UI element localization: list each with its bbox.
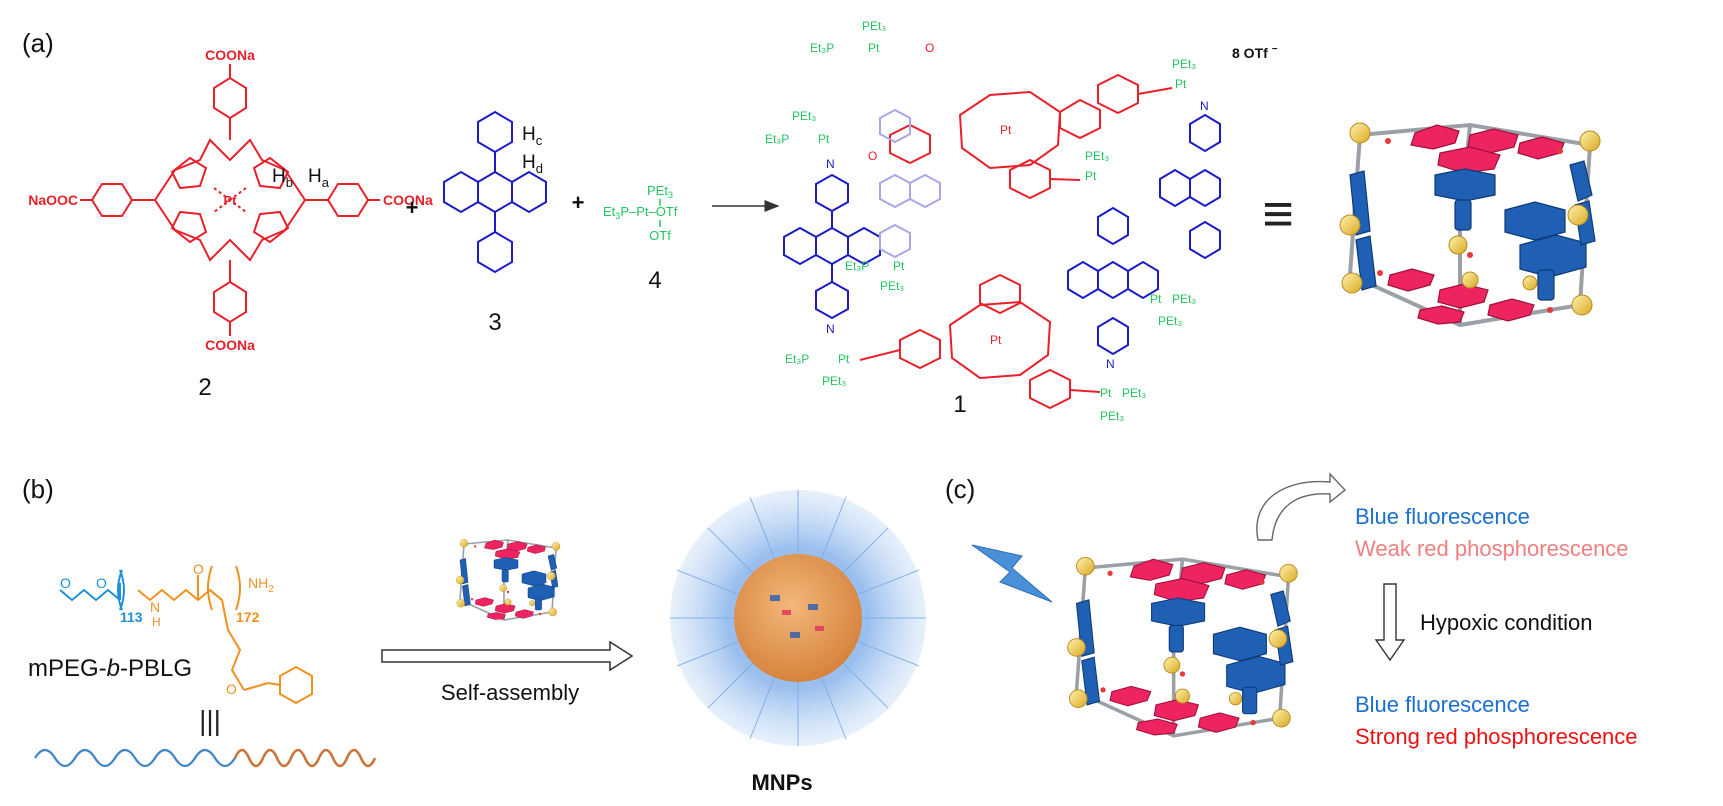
hypoxic-arrow [1374,583,1406,662]
product-pt-4: Pt [1085,169,1097,183]
nanoparticle [670,490,926,746]
product-n-1: N [826,157,835,171]
product-pet3-10: PEt₃ [1100,409,1124,423]
product-pet3-6: PEt₃ [1172,292,1196,306]
product-pt-center-2: Pt [990,333,1002,347]
product-pt-2: Pt [1175,77,1187,91]
self-assembly-label: Self-assembly [441,680,579,705]
emission-curved-arrow [1256,472,1347,541]
product-pet3-4: PEt₃ [1085,149,1109,163]
compound-4-structure: PEt3 Et3P–Pt–OTf OTf [603,183,678,243]
product-o-2: O [868,149,877,163]
peg-helix [34,748,236,768]
product-et3p-2: Et₃P [765,132,789,146]
panel-label-b: (b) [22,474,54,504]
product-pt-7: Pt [838,352,850,366]
cage-model-panel-a [1338,121,1602,327]
product-n-4: N [1106,357,1115,371]
polymer-structure [59,565,313,705]
compound-3-hc: Hc [522,124,543,148]
product-pt-5: Pt [893,259,905,273]
peg-repeat: 113 [120,609,143,625]
compound-2-ha: Ha [308,166,330,190]
product-n-labels: N N N N [826,99,1209,371]
peg-o-2: O [96,575,107,591]
product-pet3-2: PEt₃ [1172,57,1196,71]
product-1-number: 1 [953,391,966,418]
product-pt-8: Pt [1100,386,1112,400]
state2-strong-red-phosphorescence: Strong red phosphorescence [1355,724,1638,749]
product-o-1: O [925,41,934,55]
compound-2-left-group: NaOOC [28,192,78,208]
product-pet3-7: PEt₃ [1158,314,1182,328]
light-bolt-icon [971,544,1053,603]
product-pet3-5: PEt₃ [880,279,904,293]
peg-o-1: O [60,575,71,591]
compound-3-number: 3 [488,309,501,336]
pblg-repeat: 172 [236,609,260,625]
product-pt-1: Pt [868,41,880,55]
nanoparticle-label: MNPs [751,770,812,795]
product-et3p-1: Et₃P [810,41,834,55]
compound-2-number: 2 [198,374,211,401]
compound-4-bottom: OTf [649,228,671,243]
product-pet3-3: PEt₃ [792,109,816,123]
panel-label-a: (a) [22,28,54,58]
cage-model-small [455,538,561,621]
self-assembly-arrow [381,640,634,672]
state1-weak-red-phosphorescence: Weak red phosphorescence [1355,536,1629,561]
pblg-n: N [150,599,160,615]
compound-2-structure [80,64,380,336]
product-pet3-1: PEt₃ [862,19,886,33]
product-n-2: N [826,322,835,336]
compound-3-hd: Hd [522,152,543,176]
product-pt-6: Pt [1150,292,1162,306]
equivalence-symbol: ≡ [1262,184,1294,244]
compound-3-structure [443,110,547,274]
cage-model-panel-c [1065,555,1300,738]
polymer-name: mPEG-b-PBLG [28,655,192,682]
product-pt-3: Pt [818,132,830,146]
state1-blue-fluorescence: Blue fluorescence [1355,504,1530,529]
pblg-nh2: NH2 [248,575,274,595]
compound-4-middle: Et3P–Pt–OTf [603,204,678,221]
compound-4-top: PEt3 [647,183,673,200]
compound-4-number: 4 [648,267,661,294]
product-pt-center-1: Pt [1000,123,1012,137]
polymer-equals-symbol: ||| [199,705,221,736]
hypoxic-condition-label: Hypoxic condition [1420,610,1592,635]
compound-2-top-group: COONa [205,47,255,63]
plus-sign-2: + [572,190,585,215]
product-et3p-3: Et₃P [845,259,869,273]
compound-2-right-group: COONa [383,192,433,208]
compound-2-bottom-group: COONa [205,337,255,353]
pblg-o-top: O [193,561,204,577]
pblg-helix [233,748,377,768]
product-pet3-9: PEt₃ [1122,386,1146,400]
product-1-labels: PEt₃ Et₃P Pt PEt₃ Pt PEt₃ Et₃P Pt PEt₃ P… [765,19,1196,423]
pblg-h: H [152,615,161,629]
product-n-3: N [1200,99,1209,113]
plus-sign-1: + [406,195,419,220]
compound-2-hb: Hb [272,166,293,190]
product-ring-labels: Pt Pt O O [868,41,1012,347]
product-1-structure [783,73,1221,410]
product-et3p-4: Et₃P [785,352,809,366]
compound-2-metal: Pt [224,193,238,208]
state2-blue-fluorescence: Blue fluorescence [1355,692,1530,717]
product-pet3-8: PEt₃ [822,374,846,388]
pblg-o-ester: O [226,681,237,697]
panel-label-c: (c) [945,474,975,504]
product-counterion: 8 OTf− [1232,44,1278,61]
